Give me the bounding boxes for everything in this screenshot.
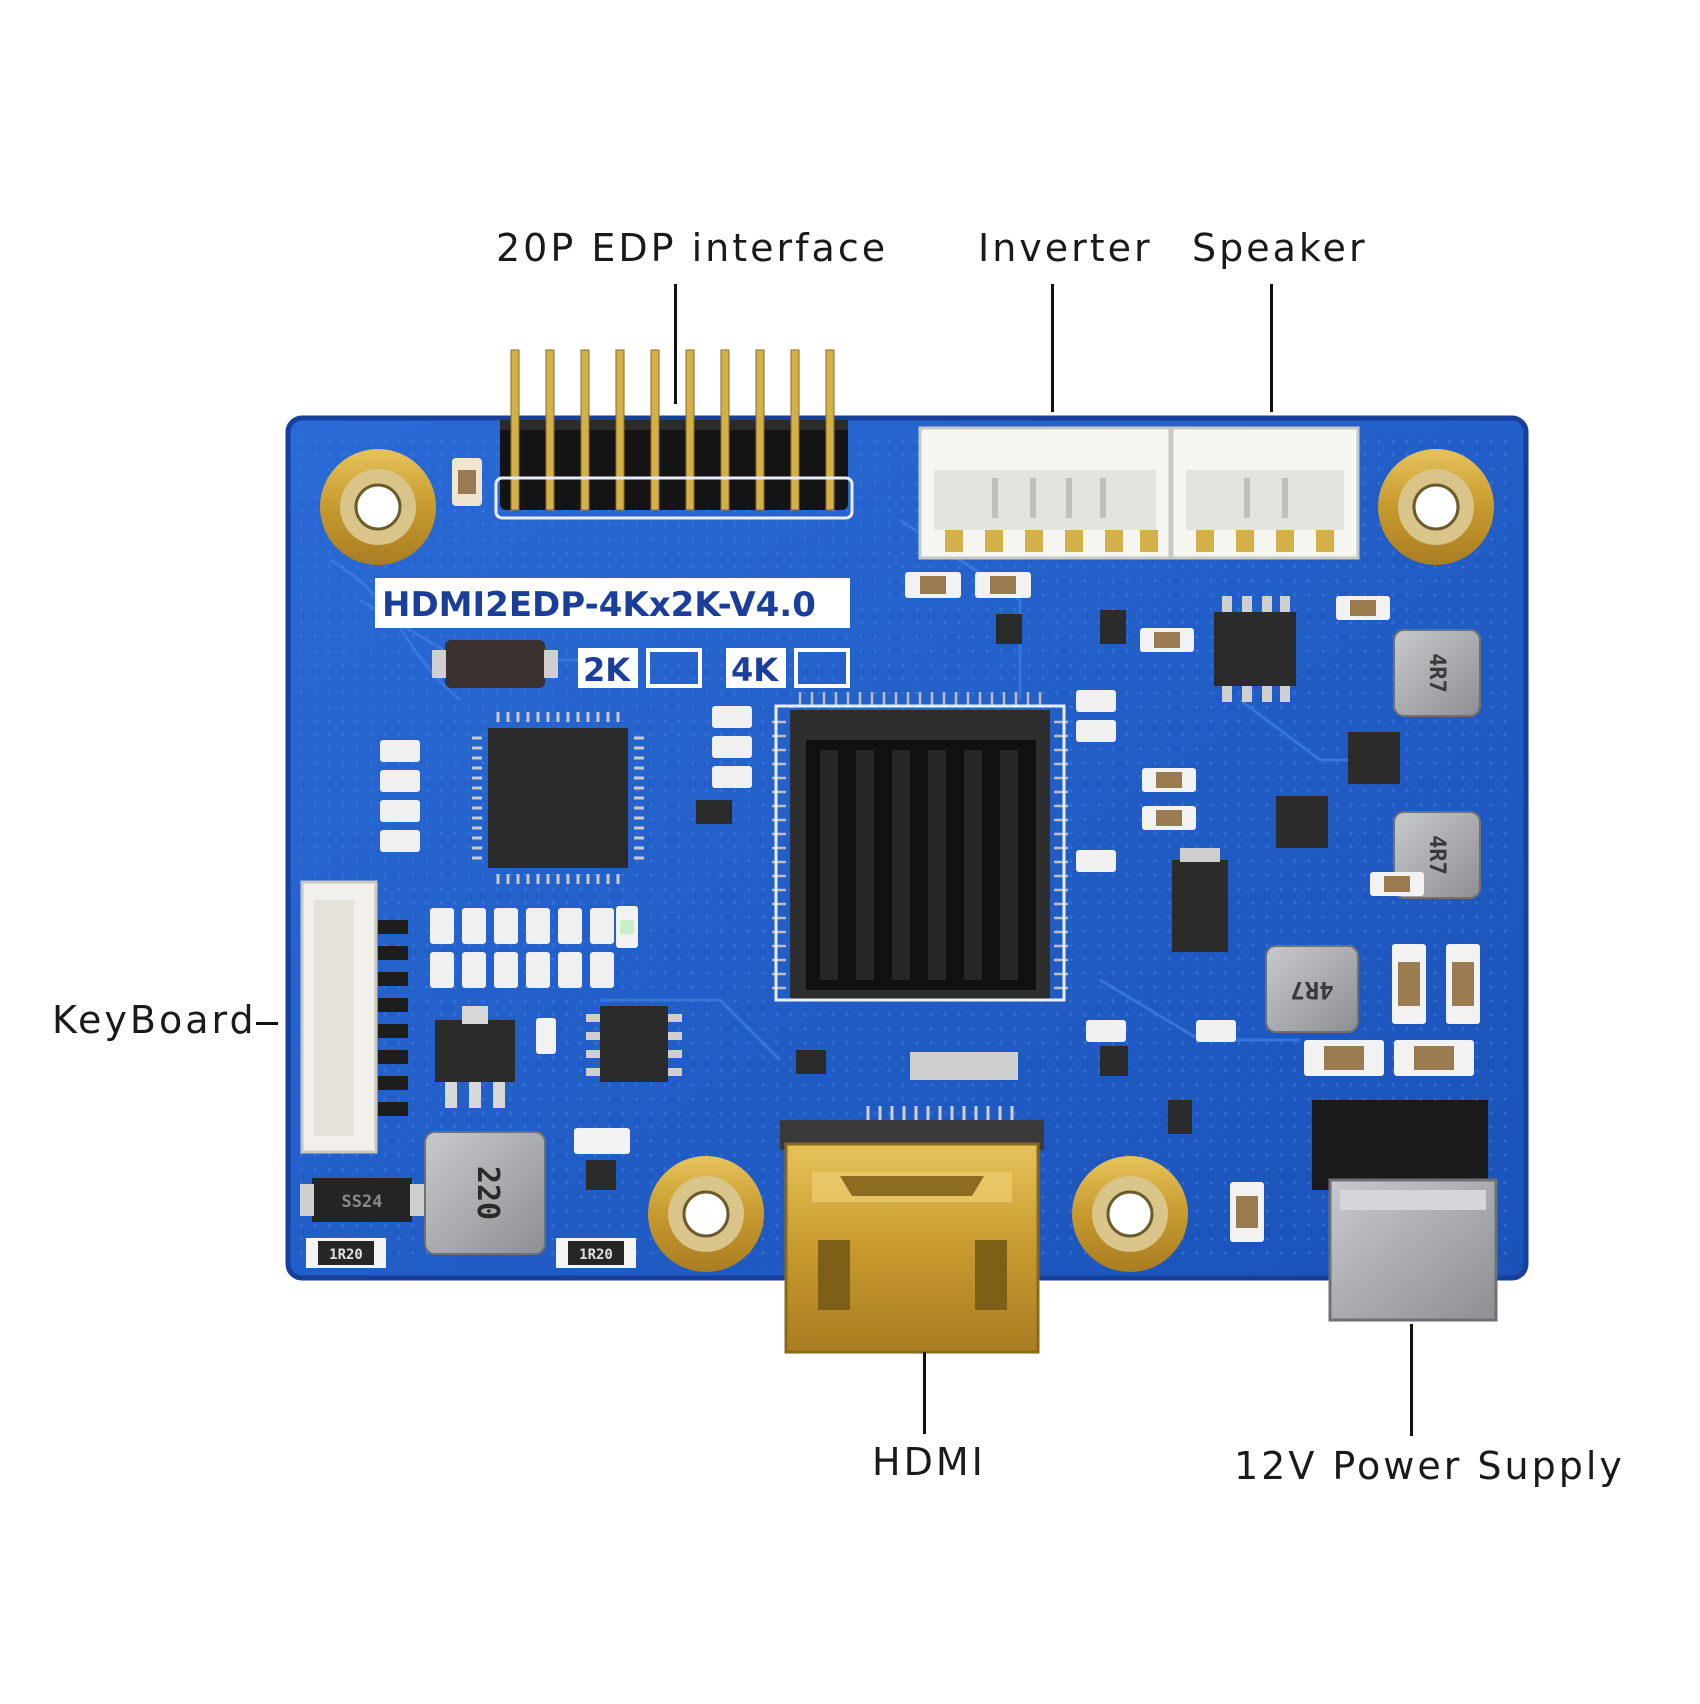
power-jack	[1312, 1100, 1498, 1322]
resolution-marks: 2K 4K	[578, 648, 850, 689]
mount-hole-top-left	[320, 449, 436, 565]
mount-hole-top-right	[1378, 449, 1494, 565]
resistor-1r20-b: 1R20	[556, 1238, 636, 1268]
soic-chip-left	[586, 1006, 682, 1082]
transistors	[586, 610, 1192, 1190]
hdmi-connector	[780, 1106, 1044, 1354]
leader-edp	[674, 284, 677, 404]
qfn-chip-a	[1348, 732, 1400, 784]
mount-hole-bottom-mid-left	[648, 1156, 764, 1272]
label-power-supply: 12V Power Supply	[1234, 1444, 1625, 1488]
leader-keyboard	[256, 1022, 278, 1025]
label-hdmi: HDMI	[872, 1440, 986, 1484]
board-name-silkscreen: HDMI2EDP-4Kx2K-V4.0	[375, 578, 850, 628]
diode-right	[1172, 848, 1228, 952]
resistor-arrays	[380, 690, 1236, 1042]
label-keyboard: KeyBoard	[52, 998, 257, 1042]
edp-pin-header	[494, 349, 854, 520]
mode-4k-text: 4K	[731, 651, 779, 689]
main-soc-heatsink	[772, 692, 1068, 1002]
keyboard-connector	[300, 880, 408, 1154]
fpc-connector-pads	[910, 1052, 1018, 1080]
mode-2k-text: 2K	[583, 651, 631, 689]
resistor-1r20-b-mark: 1R20	[579, 1247, 613, 1263]
label-inverter: Inverter	[978, 226, 1153, 270]
leader-speaker	[1270, 284, 1273, 412]
smd-passive-bodies	[920, 576, 1474, 1228]
inductor-4r7-a-mark: 4R7	[1424, 653, 1449, 693]
speaker-connector	[1170, 426, 1360, 560]
soic-chip-right	[1214, 596, 1296, 702]
diode-ss24-mark: SS24	[342, 1192, 383, 1212]
diode-ss24: SS24	[300, 1178, 424, 1222]
smd-cap-top-left	[452, 458, 482, 506]
leader-hdmi	[923, 1352, 926, 1434]
qfn-chip-b	[1276, 796, 1328, 848]
inverter-connector	[918, 426, 1172, 560]
inductor-4r7-c: 4R7	[1265, 945, 1359, 1033]
voltage-regulator	[435, 1006, 515, 1108]
board-name-text: HDMI2EDP-4Kx2K-V4.0	[382, 585, 816, 625]
inductor-4r7-b-mark: 4R7	[1424, 835, 1449, 875]
leader-power	[1410, 1324, 1413, 1436]
diode-top	[432, 640, 558, 688]
inductor-220: 220	[424, 1131, 546, 1255]
inductor-4r7-a: 4R7	[1393, 629, 1481, 717]
led-indicator	[616, 906, 638, 948]
mount-hole-bottom-mid-right	[1072, 1156, 1188, 1272]
inductor-220-mark: 220	[470, 1166, 505, 1220]
leader-inverter	[1051, 284, 1054, 412]
resistor-1r20-a-mark: 1R20	[329, 1247, 363, 1263]
resistor-1r20-a: 1R20	[306, 1238, 386, 1268]
label-speaker: Speaker	[1192, 226, 1368, 270]
qfp-controller-chip	[472, 712, 644, 884]
inductor-4r7-c-mark: 4R7	[1290, 976, 1333, 1004]
label-edp-interface: 20P EDP interface	[496, 226, 889, 270]
